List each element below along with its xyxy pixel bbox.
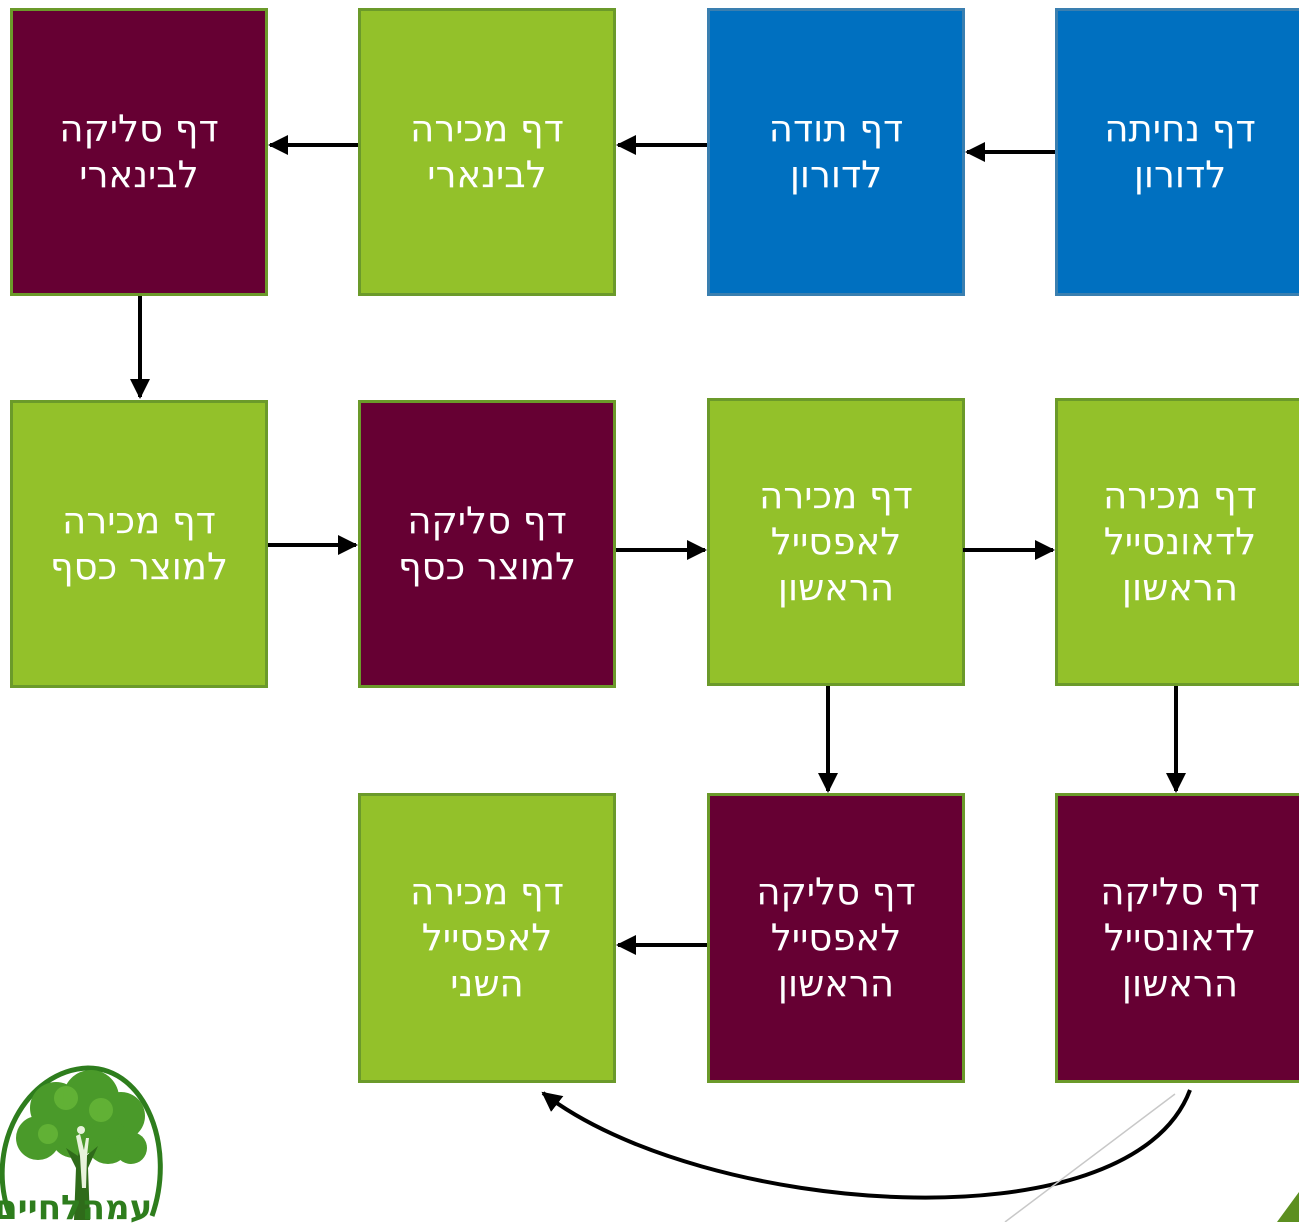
decor-thin-line [1004, 1093, 1176, 1222]
sales-page-money-product-box: דף מכירה למוצר כסף [10, 400, 268, 688]
thank-you-page-doron-box: דף תודה לדורון [707, 8, 965, 296]
checkout-page-first-downsell-box: דף סליקה לדאונסייל הראשון [1055, 793, 1299, 1083]
sales-page-second-upsell-box: דף מכירה לאפסייל השני [358, 793, 616, 1083]
sales-page-binary-box: דף מכירה לבינארי [358, 8, 616, 296]
logo-text: עמהלחיים [0, 1188, 153, 1228]
tree-logo-icon [0, 1065, 163, 1220]
checkout-page-money-product-box: דף סליקה למוצר כסף [358, 400, 616, 688]
corner-decoration [1277, 1192, 1299, 1222]
checkout-page-binary-box: דף סליקה לבינארי [10, 8, 268, 296]
landing-page-doron-box: דף נחיתה לדורון [1055, 8, 1299, 296]
sales-page-first-upsell-box: דף מכירה לאפסייל הראשון [707, 398, 965, 686]
checkout-page-first-upsell-box: דף סליקה לאפסייל הראשון [707, 793, 965, 1083]
sales-page-first-downsell-box: דף מכירה לדאונסייל הראשון [1055, 398, 1299, 686]
arrow-downsell-checkout-curve [541, 1089, 1192, 1200]
